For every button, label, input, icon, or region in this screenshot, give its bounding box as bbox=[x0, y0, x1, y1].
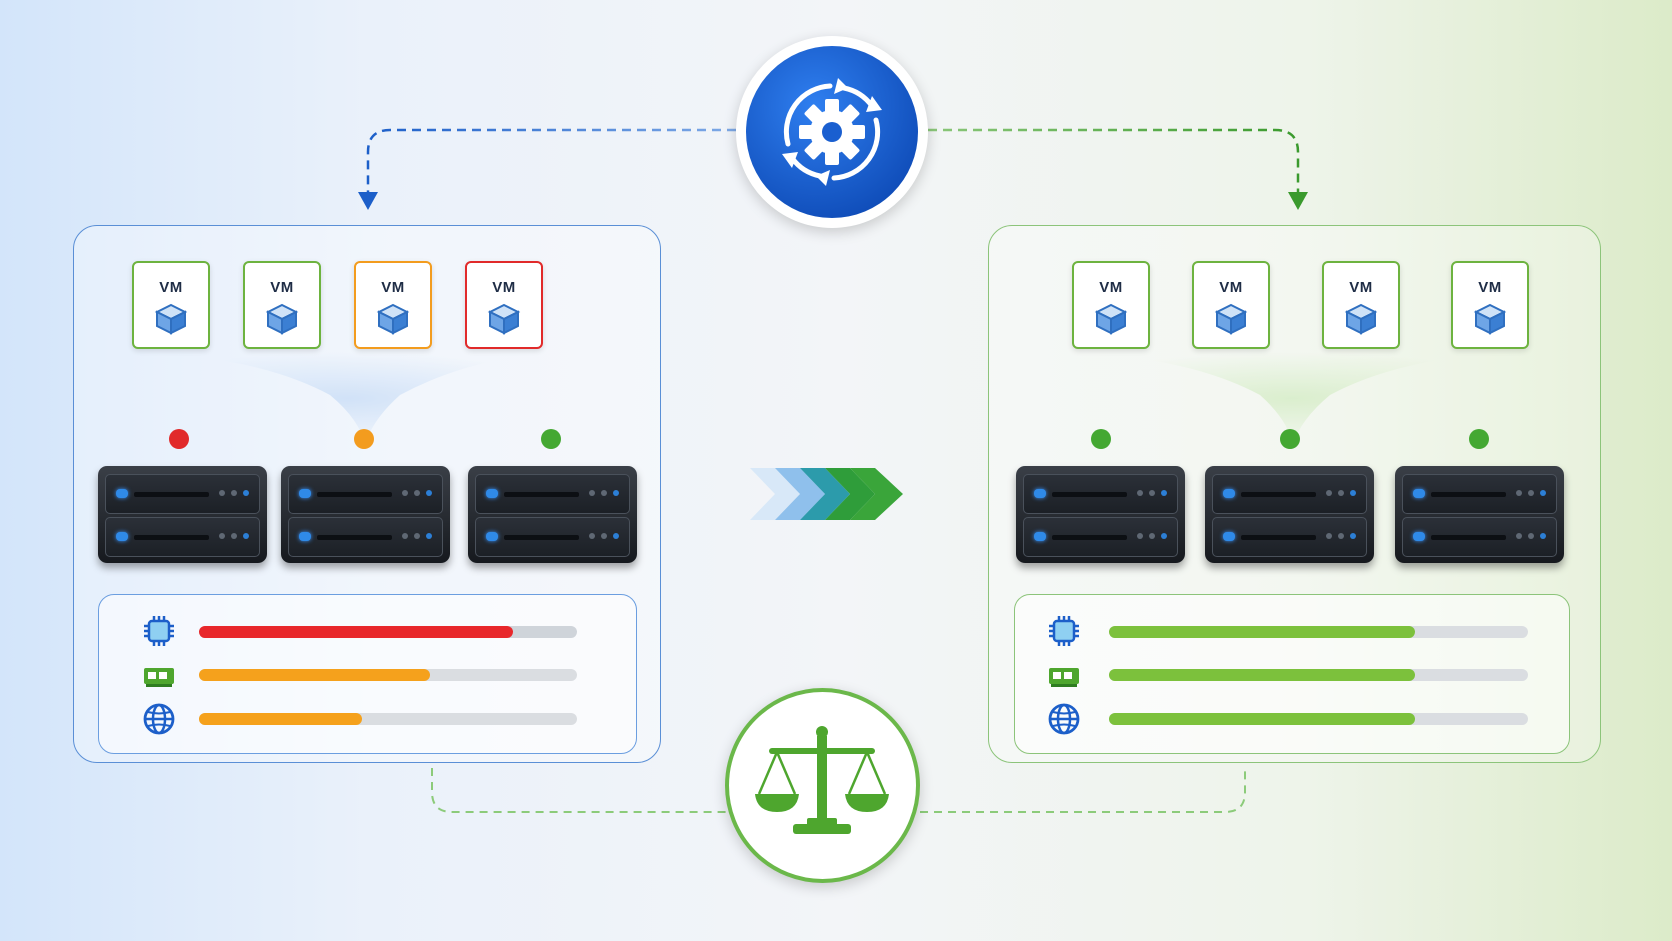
vm-tile[interactable]: VM bbox=[1322, 261, 1400, 349]
vm-tile[interactable]: VM bbox=[132, 261, 210, 349]
server-unit bbox=[1212, 474, 1367, 514]
arrow-down-left bbox=[358, 192, 378, 210]
server-unit bbox=[1023, 474, 1178, 514]
cube-icon bbox=[376, 303, 410, 335]
server-unit bbox=[288, 474, 443, 514]
vm-label: VM bbox=[381, 279, 405, 296]
server-status-dot bbox=[1091, 429, 1111, 449]
network-usage-fill bbox=[1109, 713, 1415, 725]
server-unit bbox=[105, 474, 260, 514]
cube-icon bbox=[1094, 303, 1128, 335]
server-unit bbox=[105, 517, 260, 557]
vm-label: VM bbox=[159, 279, 183, 296]
server-status-dot bbox=[354, 429, 374, 449]
vm-tile[interactable]: VM bbox=[1192, 261, 1270, 349]
network-usage-bar bbox=[199, 713, 577, 725]
server-unit bbox=[1212, 517, 1367, 557]
globe-icon bbox=[1048, 703, 1080, 735]
cube-icon bbox=[1344, 303, 1378, 335]
globe-icon bbox=[143, 703, 175, 735]
connector-top-left bbox=[366, 128, 736, 198]
server-host[interactable] bbox=[468, 466, 637, 563]
cube-icon bbox=[1473, 303, 1507, 335]
memory-usage-bar bbox=[199, 669, 577, 681]
gear-cycle-icon bbox=[746, 46, 918, 218]
memory-usage-bar bbox=[1109, 669, 1528, 681]
chevron-arrows-icon bbox=[750, 468, 903, 520]
cpu-usage-bar bbox=[1109, 626, 1528, 638]
cube-icon bbox=[265, 303, 299, 335]
vm-label: VM bbox=[1099, 279, 1123, 296]
balance-scale-icon bbox=[755, 726, 889, 834]
vm-funnel-glow-before bbox=[110, 352, 585, 445]
server-status-dot bbox=[541, 429, 561, 449]
server-unit bbox=[475, 517, 630, 557]
vm-tile[interactable]: VM bbox=[243, 261, 321, 349]
vm-label: VM bbox=[1478, 279, 1502, 296]
server-unit bbox=[1402, 474, 1557, 514]
vm-funnel-glow-after bbox=[1040, 352, 1545, 445]
cpu-chip-icon bbox=[1049, 616, 1079, 646]
memory-module-icon bbox=[1049, 668, 1079, 687]
server-host[interactable] bbox=[1395, 466, 1564, 563]
balance-hub[interactable] bbox=[725, 688, 920, 883]
cpu-chip-icon bbox=[144, 616, 174, 646]
vm-label: VM bbox=[492, 279, 516, 296]
network-usage-bar bbox=[1109, 713, 1528, 725]
vm-tile[interactable]: VM bbox=[1072, 261, 1150, 349]
cpu-usage-fill bbox=[1109, 626, 1415, 638]
server-status-dot bbox=[1280, 429, 1300, 449]
vm-tile[interactable]: VM bbox=[1451, 261, 1529, 349]
cpu-usage-fill bbox=[199, 626, 513, 638]
server-status-dot bbox=[169, 429, 189, 449]
arrow-down-right bbox=[1288, 192, 1308, 210]
server-host[interactable] bbox=[1205, 466, 1374, 563]
server-unit bbox=[475, 474, 630, 514]
memory-module-icon bbox=[144, 668, 174, 687]
connector-bottom-right bbox=[920, 768, 1246, 813]
server-status-dot bbox=[1469, 429, 1489, 449]
connector-top-right bbox=[928, 128, 1300, 198]
cube-icon bbox=[1214, 303, 1248, 335]
vm-label: VM bbox=[1349, 279, 1373, 296]
vm-tile[interactable]: VM bbox=[354, 261, 432, 349]
server-unit bbox=[288, 517, 443, 557]
server-unit bbox=[1023, 517, 1178, 557]
server-unit bbox=[1402, 517, 1557, 557]
memory-usage-fill bbox=[199, 669, 430, 681]
connector-bottom-left bbox=[431, 768, 727, 813]
cube-icon bbox=[154, 303, 188, 335]
server-host[interactable] bbox=[98, 466, 267, 563]
rebalance-hub[interactable] bbox=[736, 36, 928, 228]
vm-tile[interactable]: VM bbox=[465, 261, 543, 349]
memory-usage-fill bbox=[1109, 669, 1415, 681]
network-usage-fill bbox=[199, 713, 362, 725]
server-host[interactable] bbox=[281, 466, 450, 563]
server-host[interactable] bbox=[1016, 466, 1185, 563]
vm-label: VM bbox=[1219, 279, 1243, 296]
vm-label: VM bbox=[270, 279, 294, 296]
cube-icon bbox=[487, 303, 521, 335]
cpu-usage-bar bbox=[199, 626, 577, 638]
